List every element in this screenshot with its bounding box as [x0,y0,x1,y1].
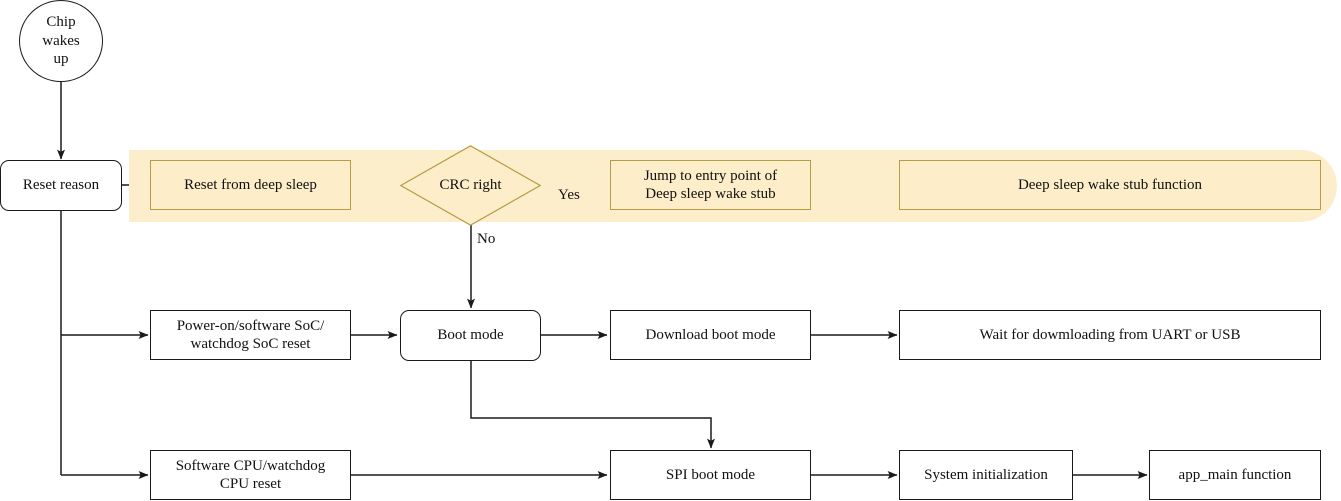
node-reset-reason[interactable]: Reset reason [0,160,122,211]
edge-label-no: No [477,231,496,247]
node-spi-boot-mode[interactable]: SPI boot mode [610,450,811,500]
node-app-main-function[interactable]: app_main function [1149,450,1321,500]
edge-bootmode-to-spiboot [470,361,715,449]
edge-label-yes: Yes [558,187,580,203]
node-software-cpu-reset[interactable]: Software CPU/watchdog CPU reset [150,450,351,500]
node-chip-wakes-up[interactable]: Chip wakes up [19,0,103,82]
node-boot-mode[interactable]: Boot mode [400,310,541,361]
node-deep-sleep-wake-stub-function[interactable]: Deep sleep wake stub function [899,160,1321,210]
node-system-initialization[interactable]: System initialization [899,450,1073,500]
crc-right-label: CRC right [439,177,502,193]
node-reset-from-deep-sleep[interactable]: Reset from deep sleep [150,160,351,210]
node-download-boot-mode[interactable]: Download boot mode [610,310,811,360]
node-wait-for-download[interactable]: Wait for dowmloading from UART or USB [899,310,1321,360]
node-crc-right[interactable]: CRC right [400,145,541,226]
node-jump-to-entry-point[interactable]: Jump to entry point of Deep sleep wake s… [610,160,811,210]
node-power-on-reset[interactable]: Power-on/software SoC/ watchdog SoC rese… [150,310,351,360]
